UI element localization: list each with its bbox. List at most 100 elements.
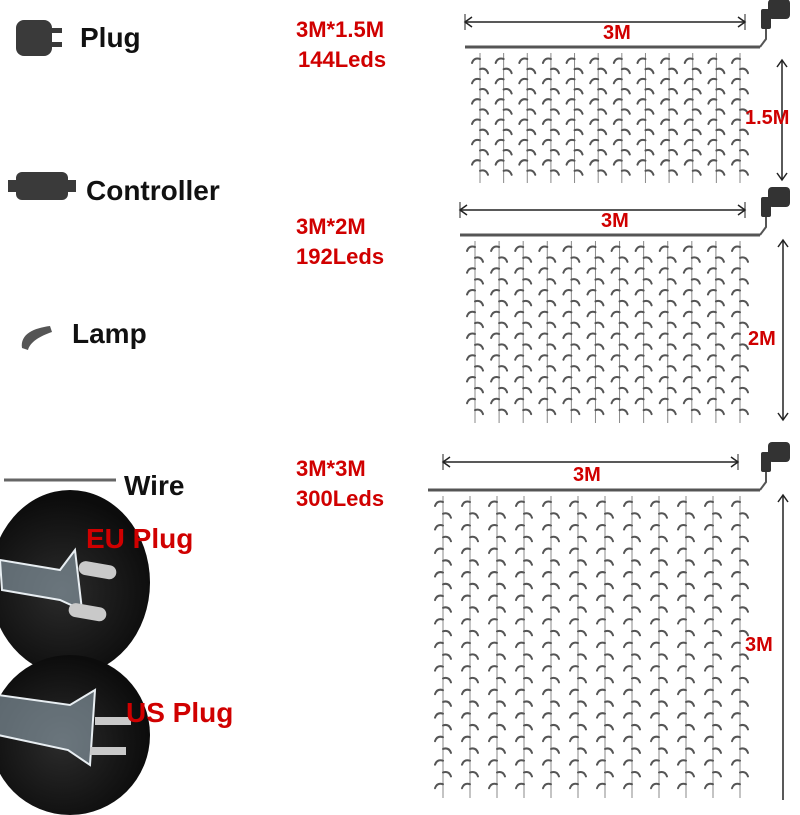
curtain-1-led-icon: [691, 108, 702, 115]
curtain-2-led-icon: [586, 354, 597, 361]
curtain-3-led-icon: [631, 559, 641, 566]
curtain-2-led-icon: [514, 289, 525, 296]
curtain-3-led-icon: [550, 535, 560, 543]
curtain-2-led-icon: [610, 376, 621, 383]
curtain-3-led-icon: [461, 641, 471, 649]
curtain-2-led-icon: [570, 278, 581, 285]
curtain-2-led-icon: [490, 245, 501, 252]
curtain-3-led-icon: [685, 582, 695, 590]
curtain-2-led-icon: [570, 386, 581, 394]
curtain-3-led-icon: [542, 524, 552, 531]
curtain-1-led-icon: [573, 149, 584, 156]
curtain-3-led-icon: [623, 500, 633, 507]
curtain-1-led-icon: [589, 159, 600, 166]
curtain-2-led-icon: [586, 245, 597, 252]
curtain-1-led-icon: [518, 138, 529, 146]
curtain-1-led-icon: [644, 128, 655, 136]
curtain-3-led-icon: [604, 653, 614, 660]
curtain-2-led-icon: [634, 354, 645, 361]
curtain-2-led-icon: [522, 278, 533, 285]
curtain-2-led-icon: [690, 321, 701, 329]
curtain-1-led-icon: [597, 67, 608, 75]
curtain-3-led-icon: [461, 665, 471, 672]
curtain-3-led-icon: [515, 712, 525, 719]
curtain-1-led-icon: [691, 128, 702, 136]
curtain-2-led-icon: [538, 267, 549, 274]
curtain-1-led-icon: [691, 169, 702, 176]
curtain-1-led-icon: [668, 88, 679, 95]
curtain-3-led-icon: [631, 629, 641, 637]
curtain-3-led-icon: [731, 688, 741, 696]
curtain-1-led-icon: [620, 169, 631, 176]
curtain-2-led-icon: [522, 321, 533, 329]
curtain-1-led-icon: [636, 57, 647, 64]
curtain-2-led-icon: [594, 321, 605, 329]
curtain-3-led-icon: [677, 735, 687, 743]
curtain-1-led-icon: [683, 159, 694, 166]
curtain-2-led-icon: [642, 408, 653, 416]
curtain-3-led-icon: [685, 512, 695, 519]
curtain-2-led-icon: [466, 289, 476, 296]
curtain-3-led-icon: [569, 594, 579, 602]
curtain-3-led-icon: [488, 594, 498, 602]
curtain-3-led-icon: [542, 712, 552, 719]
curtain-2-height-arrow-top: [777, 238, 789, 248]
curtain-3-led-icon: [442, 606, 452, 613]
curtain-3-specs: 3M*3M 300Leds: [296, 454, 384, 514]
curtain-1-led-icon: [479, 169, 489, 176]
curtain-3-led-icon: [442, 512, 452, 519]
curtain-2-led-icon: [498, 343, 509, 350]
curtain-3-led-icon: [461, 594, 471, 602]
curtain-3-led-icon: [488, 759, 498, 766]
curtain-3-led-icon: [488, 665, 498, 672]
curtain-3-led-icon: [442, 653, 452, 660]
curtain-2-led-icon: [706, 376, 717, 383]
eu-plug-photo: [0, 490, 150, 675]
curtain-3-led-icon: [685, 747, 695, 754]
curtain-3-led-icon: [569, 759, 579, 766]
curtain-1-led-icon: [620, 149, 631, 156]
curtain-3-led-icon: [496, 629, 506, 637]
curtain-2-led-icon: [546, 343, 557, 350]
curtain-2-led-icon: [594, 299, 605, 307]
curtain-3-led-icon: [685, 770, 695, 778]
curtain-1-led-icon: [518, 159, 529, 166]
curtain-2-led-icon: [562, 289, 573, 296]
curtain-3-led-icon: [712, 676, 722, 684]
curtain-3-led-icon: [434, 524, 444, 531]
curtain-2-led-icon: [739, 386, 749, 394]
curtain-2-led-icon: [634, 245, 645, 252]
curtain-3-led-icon: [712, 770, 722, 778]
curtain-1-led-icon: [731, 57, 741, 64]
curtain-2-led-icon: [514, 376, 525, 383]
curtain-3-led-icon: [515, 759, 525, 766]
curtain-3-led-icon: [569, 500, 579, 507]
curtain-3-led-icon: [623, 594, 633, 602]
curtain-3-led-icon: [658, 582, 668, 590]
curtain-3-led-icon: [542, 618, 552, 625]
curtain-1-led-icon: [565, 138, 576, 146]
controller-end-icon: [66, 180, 76, 192]
curtain-1-led-icon: [573, 128, 584, 136]
curtain-3-led-icon: [577, 559, 587, 566]
curtain-3-led-icon: [704, 782, 714, 790]
curtain-1-led-icon: [691, 149, 702, 156]
curtain-1-led-icon: [731, 77, 741, 85]
curtain-2-led-icon: [522, 299, 533, 307]
curtain-3-led-icon: [731, 759, 741, 766]
curtain-1-led-icon: [715, 108, 726, 115]
curtain-1-led-icon: [731, 159, 741, 166]
curtain-1-led-icon: [620, 128, 631, 136]
curtain-2-led-icon: [618, 256, 629, 263]
curtain-1-led-icon: [707, 118, 718, 125]
curtain-1-led-icon: [573, 108, 584, 115]
curtain-3-led-icon: [704, 712, 714, 719]
curtain-2-led-icon: [618, 278, 629, 285]
curtain-2-led-icon: [490, 354, 501, 361]
curtain-3-led-icon: [488, 782, 498, 790]
curtain-2-led-icon: [714, 278, 725, 285]
curtain-3-led-icon: [496, 723, 506, 731]
curtain-3-led-icon: [523, 582, 533, 590]
curtain-2-led-icon: [546, 256, 557, 263]
curtain-3-led-icon: [542, 547, 552, 555]
